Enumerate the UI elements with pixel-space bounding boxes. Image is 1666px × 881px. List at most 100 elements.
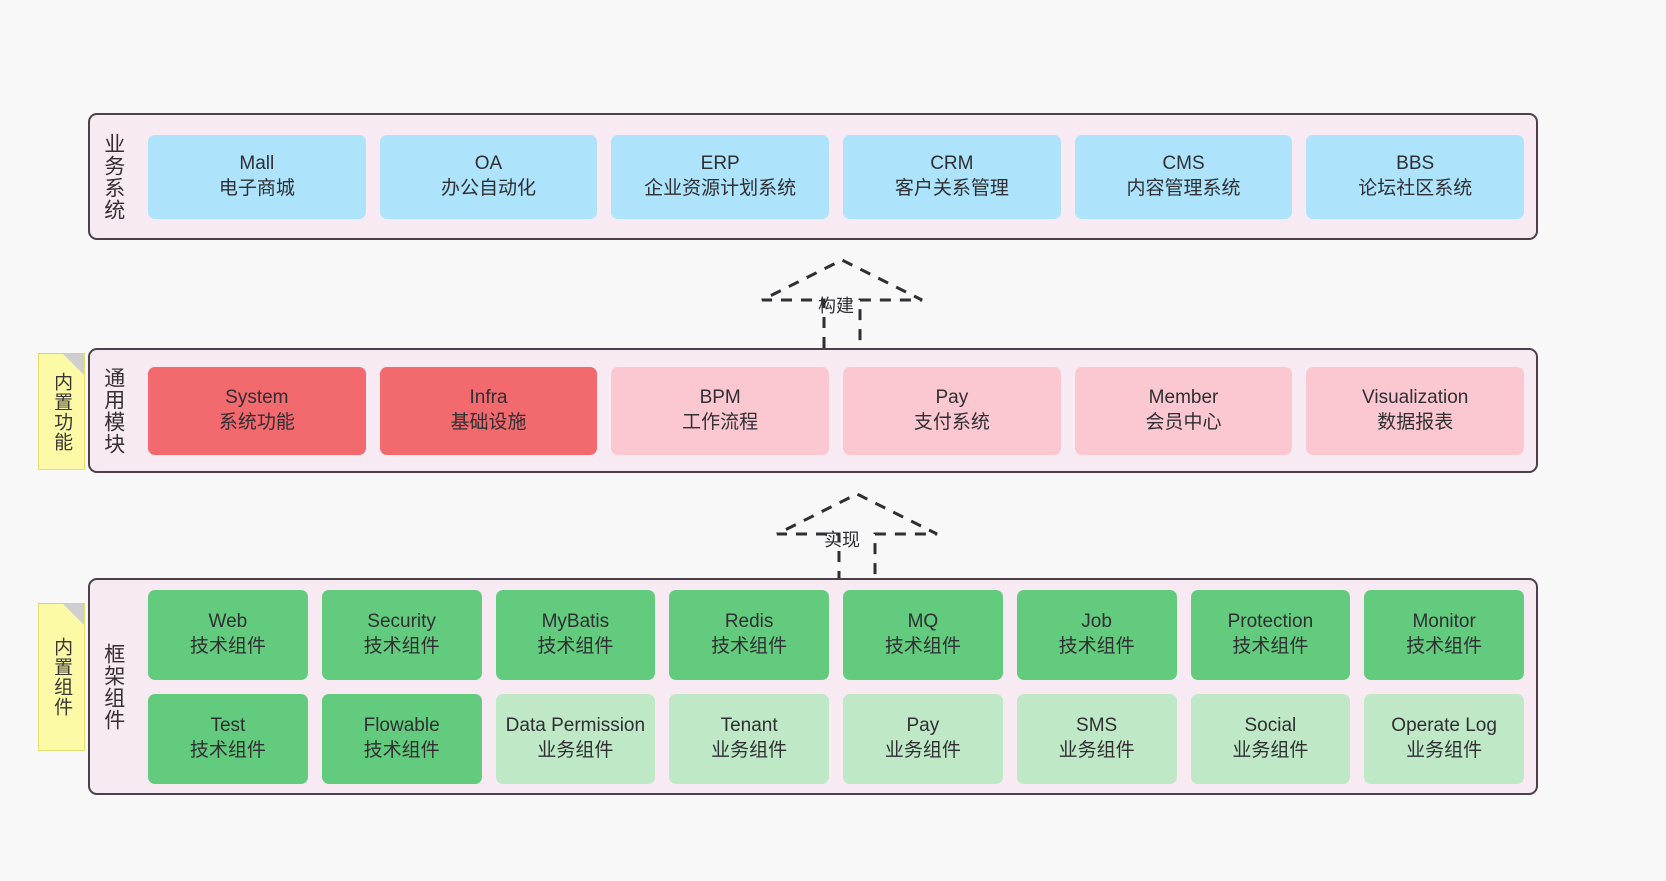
layer-common-modules: 通用模块 System 系统功能 Infra 基础设施 BPM 工作流程 Pay… — [88, 348, 1538, 473]
node-desc: 内容管理系统 — [1126, 177, 1241, 199]
node-operate-log[interactable]: Operate Log 业务组件 — [1364, 693, 1524, 784]
node-desc: 技术组件 — [363, 635, 440, 657]
node-title: Social — [1244, 714, 1297, 736]
framework-business-row: Test 技术组件 Flowable 技术组件 Data Permission … — [148, 693, 1524, 784]
node-visualization[interactable]: Visualization 数据报表 — [1306, 366, 1525, 455]
framework-tech-row: Web 技术组件 Security 技术组件 MyBatis 技术组件 Redi… — [148, 589, 1524, 680]
node-title: CMS — [1162, 152, 1205, 174]
sticky-note-builtin-functions: 内置功能 — [38, 353, 85, 470]
node-desc: 业务组件 — [1058, 739, 1135, 761]
node-mall[interactable]: Mall 电子商城 — [148, 134, 366, 219]
node-desc: 业务组件 — [1406, 739, 1483, 761]
node-erp[interactable]: ERP 企业资源计划系统 — [611, 134, 830, 219]
node-desc: 论坛社区系统 — [1358, 177, 1473, 199]
node-title: Visualization — [1362, 386, 1469, 408]
node-title: Monitor — [1412, 610, 1476, 632]
node-title: BBS — [1396, 152, 1435, 174]
node-title: Job — [1081, 610, 1112, 632]
node-title: Web — [208, 610, 248, 632]
node-security[interactable]: Security 技术组件 — [321, 589, 482, 680]
node-desc: 技术组件 — [1406, 635, 1483, 657]
node-oa[interactable]: OA 办公自动化 — [379, 134, 598, 219]
node-web[interactable]: Web 技术组件 — [148, 589, 308, 680]
node-protection[interactable]: Protection 技术组件 — [1190, 589, 1351, 680]
node-desc: 电子商城 — [218, 177, 295, 199]
node-title: Security — [367, 610, 436, 632]
node-monitor[interactable]: Monitor 技术组件 — [1364, 589, 1524, 680]
sticky-label: 内置功能 — [51, 371, 73, 452]
layer-body-framework: Web 技术组件 Security 技术组件 MyBatis 技术组件 Redi… — [136, 580, 1536, 793]
layer-title-common: 通用模块 — [101, 366, 125, 455]
node-desc: 基础设施 — [450, 411, 527, 433]
sticky-label: 内置组件 — [51, 637, 73, 717]
node-title: Data Permission — [505, 714, 646, 736]
node-title: System — [225, 386, 289, 408]
node-title: Tenant — [720, 714, 778, 736]
node-desc: 技术组件 — [189, 635, 266, 657]
node-social[interactable]: Social 业务组件 — [1190, 693, 1351, 784]
node-title: Member — [1148, 386, 1219, 408]
node-title: CRM — [930, 152, 974, 174]
node-infra[interactable]: Infra 基础设施 — [379, 366, 598, 455]
node-desc: 技术组件 — [189, 739, 266, 761]
node-title: Test — [210, 714, 246, 736]
connector-build-label: 构建 — [818, 296, 854, 316]
connector-build-arrow — [752, 256, 932, 351]
layer-title-business: 业务系统 — [101, 132, 125, 221]
node-redis[interactable]: Redis 技术组件 — [669, 589, 829, 680]
business-node-row: Mall 电子商城 OA 办公自动化 ERP 企业资源计划系统 CRM 客户关系… — [148, 134, 1525, 219]
node-sms[interactable]: SMS 业务组件 — [1016, 693, 1177, 784]
node-desc: 办公自动化 — [441, 177, 537, 199]
node-title: SMS — [1076, 714, 1118, 736]
node-desc: 技术组件 — [711, 635, 788, 657]
common-node-row: System 系统功能 Infra 基础设施 BPM 工作流程 Pay 支付系统… — [148, 366, 1525, 455]
node-desc: 系统功能 — [218, 411, 295, 433]
node-data-permission[interactable]: Data Permission 业务组件 — [495, 693, 656, 784]
layer-framework-components: 框架组件 Web 技术组件 Security 技术组件 MyBatis 技术组件… — [88, 578, 1538, 795]
node-title: MyBatis — [541, 610, 610, 632]
node-title: Pay — [935, 386, 969, 408]
node-member[interactable]: Member 会员中心 — [1074, 366, 1293, 455]
node-job[interactable]: Job 技术组件 — [1016, 589, 1177, 680]
node-pay-component[interactable]: Pay 业务组件 — [843, 693, 1003, 784]
node-mq[interactable]: MQ 技术组件 — [843, 589, 1003, 680]
layer-body-common: System 系统功能 Infra 基础设施 BPM 工作流程 Pay 支付系统… — [136, 350, 1536, 471]
node-desc: 技术组件 — [363, 739, 440, 761]
node-title: Infra — [469, 386, 508, 408]
node-desc: 工作流程 — [682, 411, 759, 433]
node-title: Flowable — [363, 714, 440, 736]
node-flowable[interactable]: Flowable 技术组件 — [321, 693, 482, 784]
node-desc: 业务组件 — [711, 739, 788, 761]
layer-title-framework: 框架组件 — [101, 642, 125, 731]
node-desc: 技术组件 — [1058, 635, 1135, 657]
node-desc: 业务组件 — [884, 739, 961, 761]
node-title: Mall — [239, 152, 275, 174]
node-crm[interactable]: CRM 客户关系管理 — [843, 134, 1061, 219]
node-tenant[interactable]: Tenant 业务组件 — [669, 693, 829, 784]
node-title: MQ — [907, 610, 939, 632]
node-desc: 会员中心 — [1145, 411, 1222, 433]
node-cms[interactable]: CMS 内容管理系统 — [1074, 134, 1293, 219]
node-title: Protection — [1227, 610, 1314, 632]
node-desc: 客户关系管理 — [894, 177, 1009, 199]
node-desc: 业务组件 — [1232, 739, 1309, 761]
node-mybatis[interactable]: MyBatis 技术组件 — [495, 589, 656, 680]
node-title: OA — [474, 152, 503, 174]
node-title: Pay — [906, 714, 940, 736]
connector-implement-label: 实现 — [824, 530, 860, 550]
node-test[interactable]: Test 技术组件 — [148, 693, 308, 784]
node-desc: 技术组件 — [537, 635, 614, 657]
node-desc: 企业资源计划系统 — [644, 177, 797, 199]
node-title: ERP — [700, 152, 740, 174]
node-system[interactable]: System 系统功能 — [148, 366, 366, 455]
node-desc: 支付系统 — [913, 411, 990, 433]
node-pay-module[interactable]: Pay 支付系统 — [843, 366, 1061, 455]
node-bbs[interactable]: BBS 论坛社区系统 — [1306, 134, 1525, 219]
layer-body-business: Mall 电子商城 OA 办公自动化 ERP 企业资源计划系统 CRM 客户关系… — [136, 115, 1536, 238]
node-desc: 技术组件 — [884, 635, 961, 657]
node-title: BPM — [699, 386, 741, 408]
node-bpm[interactable]: BPM 工作流程 — [611, 366, 830, 455]
node-title: Operate Log — [1391, 714, 1497, 736]
connector-implement-arrow — [767, 490, 947, 585]
